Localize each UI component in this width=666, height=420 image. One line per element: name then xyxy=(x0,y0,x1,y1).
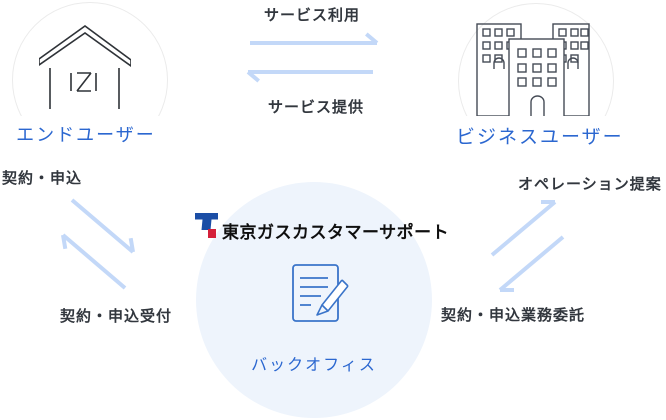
end-user-label-band: エンドユーザー xyxy=(6,116,166,158)
arrow-service-use xyxy=(250,32,379,45)
document-pencil-icon xyxy=(292,264,349,322)
back-office-label: バックオフィス xyxy=(251,355,377,374)
tokyo-gas-logo xyxy=(195,213,218,238)
house-icon xyxy=(39,25,131,109)
arrow-contract-outsourcing xyxy=(498,235,565,292)
label-service-use: サービス利用 xyxy=(263,7,360,24)
back-office-circle xyxy=(196,182,432,418)
arrow-contract-apply xyxy=(70,198,135,254)
buildings-icon xyxy=(476,23,590,119)
arrow-operation-proposal xyxy=(490,200,557,257)
arrow-contract-reception xyxy=(61,233,127,290)
end-user-label: エンドユーザー xyxy=(16,125,156,146)
business-user-label-band: ビジネスユーザー xyxy=(456,116,622,168)
label-service-provide: サービス提供 xyxy=(267,99,364,116)
label-contract-outsourcing: 契約・申込業務委託 xyxy=(441,307,586,324)
label-operation-proposal: オペレーション提案 xyxy=(518,176,662,193)
label-contract-apply: 契約・申込 xyxy=(2,170,83,187)
company-name: 東京ガスカスタマーサポート xyxy=(222,223,450,242)
business-user-label: ビジネスユーザー xyxy=(456,126,624,148)
label-contract-reception: 契約・申込受付 xyxy=(60,308,173,325)
arrow-service-provide xyxy=(246,70,373,83)
